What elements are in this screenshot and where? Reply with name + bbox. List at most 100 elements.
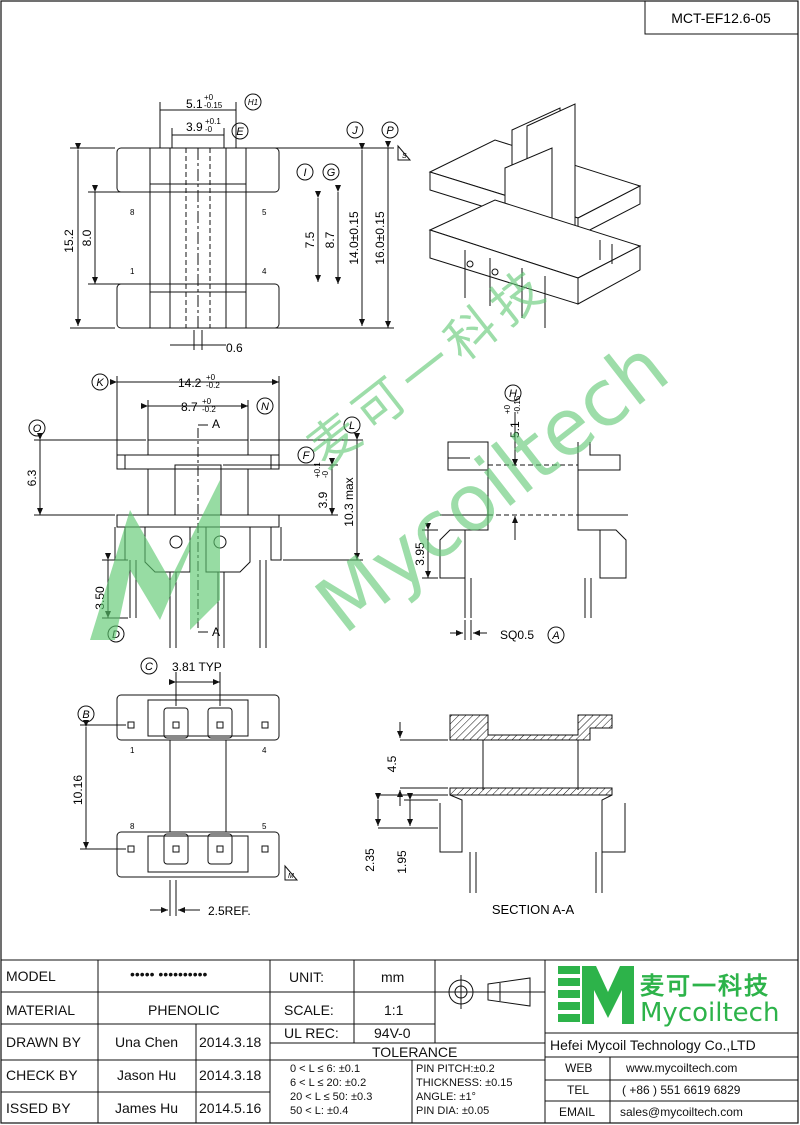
- dim-3-81: 3.81 TYP: [172, 660, 222, 674]
- projection-symbol-icon: [444, 975, 531, 1009]
- svg-text:1: 1: [130, 267, 135, 276]
- drawing-number: MCT-EF12.6-05: [671, 10, 771, 26]
- bottom-view-text: 3.81 TYP 10.16 2.5REF. 1 4 8 5 C B M: [71, 660, 294, 918]
- web-label: WEB: [565, 1061, 593, 1075]
- section-view-text: 4.5 2.35 1.95 SECTION A-A: [363, 755, 574, 917]
- dim-8-7-front: 8.7: [181, 400, 198, 414]
- tolerance-label: TOLERANCE: [372, 1044, 458, 1060]
- svg-text:-0.2: -0.2: [202, 405, 216, 414]
- svg-text:E: E: [236, 126, 244, 138]
- unit-value: mm: [381, 969, 405, 985]
- tol-2: 6 < L ≤ 20: ±0.2: [290, 1077, 367, 1089]
- dim-8-7: 8.7: [323, 231, 337, 248]
- front-view: [34, 376, 363, 648]
- check-date: 2014.3.18: [199, 1067, 262, 1083]
- svg-text:+0.1: +0.1: [205, 117, 221, 126]
- svg-text:L: L: [349, 420, 355, 432]
- side-view-text: 5.1 +0 -0.15 3.95 SQ0.5 H A: [413, 388, 560, 642]
- svg-text:-0: -0: [205, 125, 213, 134]
- svg-text:J: J: [351, 125, 358, 137]
- svg-text:F: F: [303, 450, 311, 462]
- dim-5-1-side: 5.1: [508, 421, 522, 438]
- svg-text:H1: H1: [248, 98, 258, 107]
- isometric-view: [428, 103, 642, 328]
- dim-1-95: 1.95: [395, 850, 409, 874]
- svg-text:5: 5: [262, 822, 267, 831]
- svg-text:B: B: [82, 709, 89, 721]
- svg-text:N: N: [261, 401, 269, 413]
- side-view: [422, 384, 628, 644]
- svg-text:A: A: [212, 625, 220, 639]
- svg-text:-0.2: -0.2: [206, 381, 220, 390]
- unit-label: UNIT:: [289, 969, 324, 985]
- top-view: [70, 102, 394, 350]
- svg-text:A: A: [551, 630, 559, 642]
- bottom-view: [77, 657, 299, 916]
- email-value[interactable]: sales@mycoiltech.com: [620, 1105, 743, 1119]
- dim-3-9: 3.9: [186, 120, 203, 134]
- svg-text:+0.1: +0.1: [313, 462, 322, 478]
- front-view-text: 14.2 +0 -0.2 8.7 +0 -0.2 6.3 3.9 +0.1 -0…: [25, 373, 356, 639]
- drawing-number-box: [644, 0, 799, 35]
- svg-text:1: 1: [130, 746, 135, 755]
- svg-text:P: P: [386, 125, 394, 137]
- svg-text:K: K: [96, 377, 104, 389]
- dim-sq: SQ0.5: [500, 628, 534, 642]
- scale-label: SCALE:: [284, 1002, 334, 1018]
- model-label: MODEL: [6, 968, 56, 984]
- thickness: THICKNESS: ±0.15: [416, 1077, 513, 1089]
- dim-8-0: 8.0: [80, 229, 94, 246]
- svg-text:I: I: [303, 167, 306, 179]
- web-value[interactable]: www.mycoiltech.com: [626, 1061, 738, 1075]
- svg-text:-0.15: -0.15: [204, 101, 223, 110]
- pin-dia: PIN DIA: ±0.05: [416, 1105, 490, 1117]
- dim-15-2: 15.2: [62, 229, 76, 253]
- svg-text:D: D: [112, 629, 120, 641]
- drawn-name: Una Chen: [115, 1034, 179, 1050]
- section-title: SECTION A-A: [492, 902, 575, 917]
- tol-3: 20 < L ≤ 50: ±0.3: [290, 1091, 373, 1103]
- dim-3-95: 3.95: [413, 542, 427, 566]
- material-label: MATERIAL: [6, 1002, 75, 1018]
- svg-text:+0: +0: [204, 93, 214, 102]
- dim-16-0: 16.0±0.15: [373, 211, 387, 265]
- svg-text:-0.15: -0.15: [513, 395, 522, 414]
- tel-label: TEL: [567, 1083, 590, 1097]
- svg-text:+0: +0: [202, 397, 212, 406]
- svg-text:8: 8: [130, 208, 135, 217]
- ul-label: UL REC:: [284, 1025, 339, 1041]
- front-callouts: [28, 373, 361, 643]
- svg-text:A: A: [212, 417, 220, 431]
- dim-3-50: 3.50: [93, 586, 107, 610]
- tol-1: 0 < L ≤ 6: ±0.1: [290, 1063, 361, 1075]
- drawn-label: DRAWN BY: [6, 1034, 81, 1050]
- dim-10-3: 10.3 max: [342, 477, 356, 526]
- logo-en: Mycoiltech: [640, 998, 780, 1028]
- dim-7-5: 7.5: [303, 231, 317, 248]
- svg-text:S: S: [402, 153, 407, 160]
- dim-10-16: 10.16: [71, 775, 85, 805]
- issued-date: 2014.5.16: [199, 1100, 262, 1116]
- svg-text:+0: +0: [206, 373, 216, 382]
- svg-text:O: O: [33, 423, 42, 435]
- issued-label: ISSED BY: [6, 1100, 71, 1116]
- material-value: PHENOLIC: [148, 1002, 220, 1018]
- check-label: CHECK BY: [6, 1067, 78, 1083]
- tol-4: 50 < L: ±0.4: [290, 1105, 349, 1117]
- section-view: [375, 714, 626, 893]
- dim-5-1: 5.1: [186, 97, 203, 111]
- dim-14-2: 14.2: [178, 376, 202, 390]
- svg-text:8: 8: [130, 822, 135, 831]
- company-name: Hefei Mycoil Technology Co.,LTD: [550, 1037, 756, 1053]
- svg-text:5: 5: [262, 208, 267, 217]
- dim-2-35: 2.35: [363, 848, 377, 872]
- svg-text:4: 4: [262, 267, 267, 276]
- issued-name: James Hu: [115, 1100, 179, 1116]
- svg-text:G: G: [327, 167, 336, 179]
- svg-text:C: C: [145, 661, 153, 673]
- tel-value: ( +86 ) 551 6619 6829: [622, 1083, 741, 1097]
- svg-text:4: 4: [262, 746, 267, 755]
